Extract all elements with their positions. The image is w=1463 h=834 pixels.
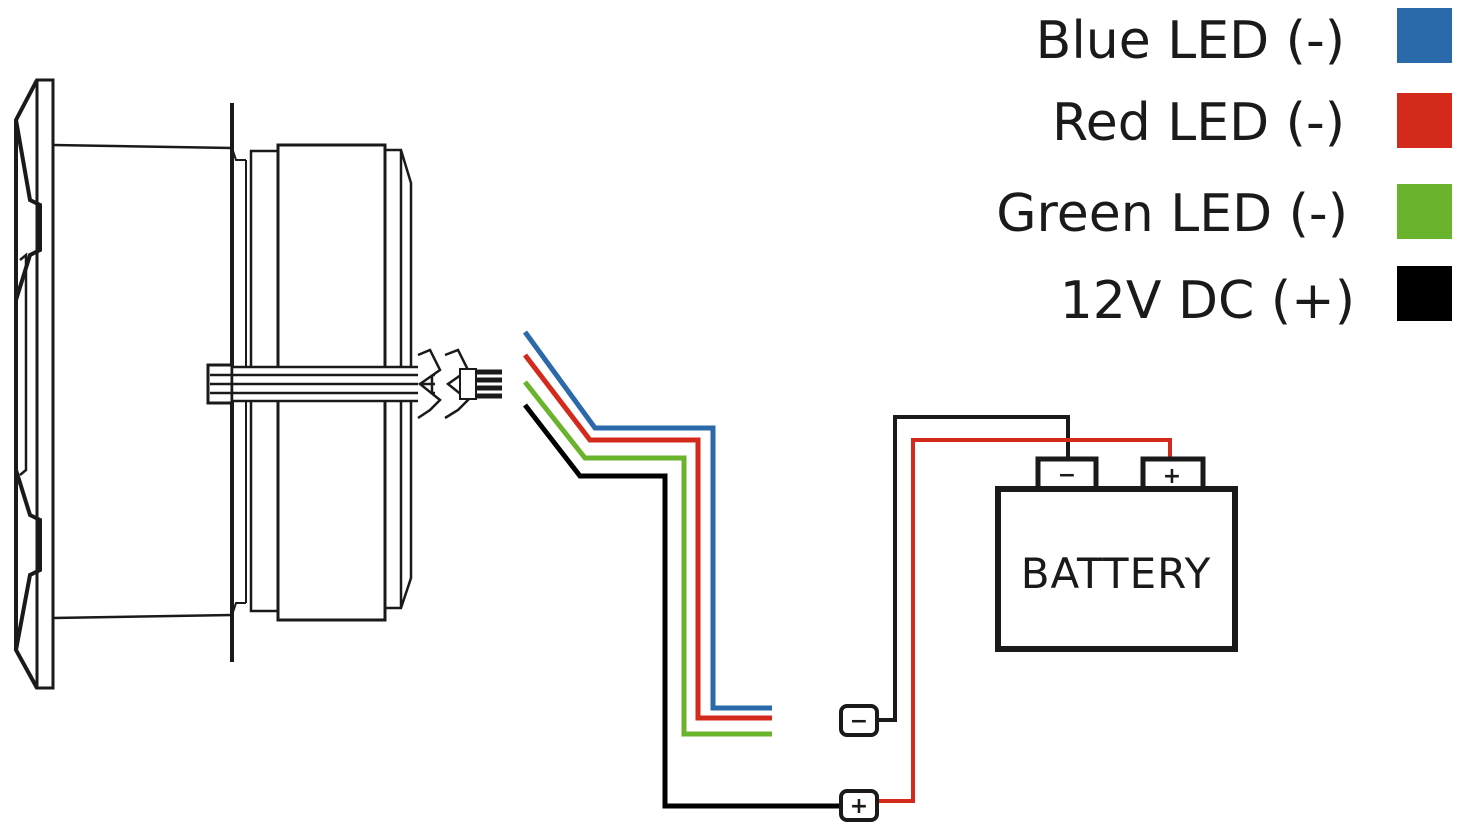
wire-black-positive <box>523 403 843 809</box>
legend-label: Red LED (-) <box>1052 93 1345 153</box>
connector-positive-sign: + <box>850 794 868 819</box>
legend-swatch <box>1397 8 1452 63</box>
connector-negative-sign: − <box>850 709 868 734</box>
fixture-clip-top <box>14 79 42 395</box>
cable-stub <box>459 368 477 400</box>
fixture-step <box>231 147 246 616</box>
legend-swatch <box>1397 93 1452 148</box>
fixture-housing <box>52 143 233 620</box>
legend-item-blue: Blue LED (-) <box>1036 8 1452 71</box>
battery-body <box>995 486 1238 652</box>
wire-battery-positive <box>876 438 1172 803</box>
wire-battery-negative <box>874 415 1070 722</box>
connector-positive: + <box>839 789 879 822</box>
legend-label: 12V DC (+) <box>1060 271 1355 331</box>
battery-positive-sign: + <box>1163 464 1181 489</box>
legend-label: Blue LED (-) <box>1036 11 1345 71</box>
wire-blue <box>522 330 772 711</box>
battery-wires <box>874 415 1172 803</box>
fixture-clip-bottom <box>14 395 42 689</box>
legend-item-green: Green LED (-) <box>996 184 1452 244</box>
led-wires <box>522 330 843 809</box>
cable-break-icon <box>444 348 470 420</box>
legend-item-black: 12V DC (+) <box>1060 266 1452 331</box>
legend-swatch <box>1397 266 1452 321</box>
battery-terminal-negative <box>1035 456 1099 492</box>
legend-item-red: Red LED (-) <box>1052 93 1452 153</box>
wire-green <box>523 380 772 737</box>
cable-break-icon <box>417 348 442 420</box>
fixture-cable <box>206 348 502 420</box>
legend: Blue LED (-) Red LED (-) Green LED (-) 1… <box>996 8 1452 331</box>
fixture-clip-inner <box>19 252 28 476</box>
fixture-bezel <box>35 78 55 690</box>
wire-red <box>523 353 772 721</box>
legend-swatch <box>1397 184 1452 239</box>
battery: − + BATTERY <box>995 456 1238 652</box>
battery-label: BATTERY <box>1021 549 1212 598</box>
legend-label: Green LED (-) <box>996 184 1348 244</box>
battery-negative-sign: − <box>1058 463 1076 488</box>
connector-negative: − <box>839 704 879 737</box>
